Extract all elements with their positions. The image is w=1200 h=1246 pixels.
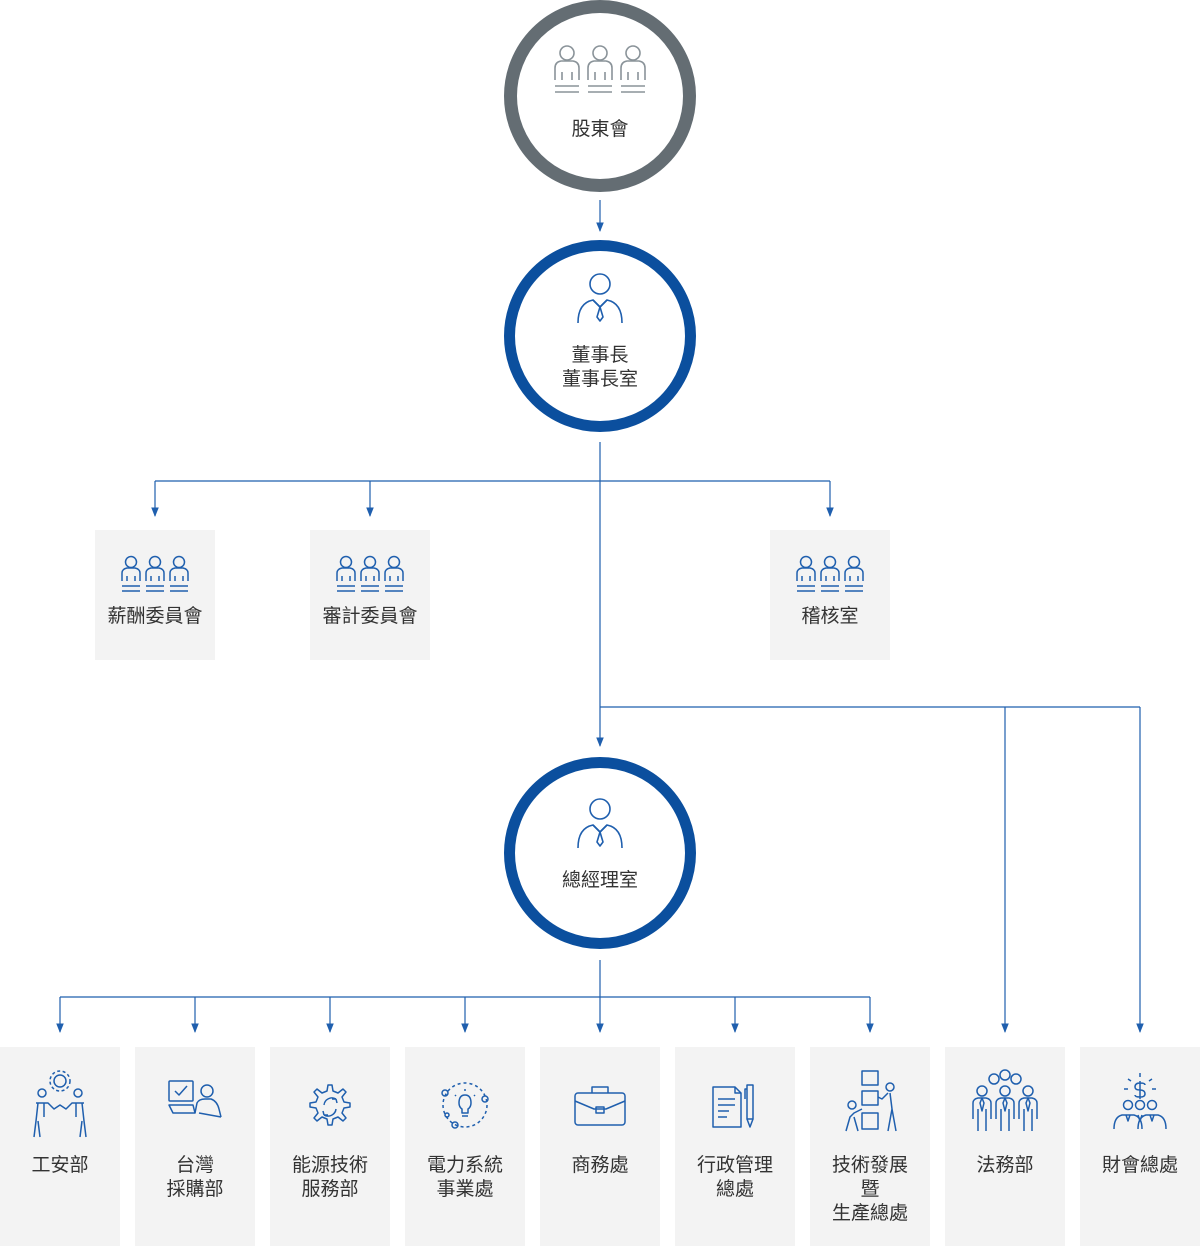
committee-label-line: 薪酬委員會 bbox=[107, 605, 203, 627]
dept-label-line: 能源技術 bbox=[291, 1154, 368, 1176]
dept-box-procurement: 台灣 採購部 bbox=[135, 1047, 255, 1246]
committee-icon bbox=[336, 555, 404, 592]
chairman-label: 董事長 董事長室 bbox=[562, 343, 638, 391]
general-manager-label-line: 總經理室 bbox=[561, 869, 638, 891]
committee-box-audit: 審計委員會 bbox=[310, 530, 430, 660]
dept-label-line: 總處 bbox=[715, 1178, 754, 1200]
chairman-label-line: 董事長 bbox=[571, 344, 629, 366]
dept-box-finance: 財會總處 bbox=[1080, 1047, 1200, 1246]
general-manager-node: 總經理室 bbox=[504, 757, 696, 949]
dept-label-line: 暨 bbox=[860, 1178, 880, 1200]
dept-label: 行政管理 總處 bbox=[697, 1153, 773, 1201]
dept-label-line: 台灣 bbox=[175, 1154, 214, 1176]
gear-teamwork-icon bbox=[33, 1070, 87, 1138]
dept-label-line: 財會總處 bbox=[1101, 1154, 1178, 1176]
dept-box-power: 電力系統 事業處 bbox=[405, 1047, 525, 1246]
dept-box-legal: 法務部 bbox=[945, 1047, 1065, 1246]
dept-label: 能源技術 服務部 bbox=[292, 1153, 368, 1201]
committee-icon bbox=[121, 555, 189, 592]
dept-label-line: 技術發展 bbox=[831, 1154, 908, 1176]
dept-label-line: 事業處 bbox=[436, 1178, 494, 1200]
gear-cycle-icon bbox=[309, 1084, 351, 1126]
document-pen-icon bbox=[712, 1084, 754, 1128]
dept-label: 電力系統 事業處 bbox=[427, 1153, 503, 1201]
dept-label-line: 電力系統 bbox=[426, 1154, 503, 1176]
shareholders-label: 股東會 bbox=[571, 117, 628, 141]
dept-label-line: 工安部 bbox=[31, 1154, 89, 1176]
dept-label: 台灣 採購部 bbox=[166, 1153, 223, 1201]
businessman-icon bbox=[577, 798, 623, 849]
dept-label-line: 生產總處 bbox=[831, 1202, 908, 1224]
dept-label: 財會總處 bbox=[1102, 1153, 1178, 1177]
dept-box-safety: 工安部 bbox=[0, 1047, 120, 1246]
committee-label-line: 稽核室 bbox=[801, 605, 859, 627]
dept-box-tech: 技術發展 暨 生產總處 bbox=[810, 1047, 930, 1246]
dept-label-line: 行政管理 bbox=[696, 1154, 773, 1176]
team-icon bbox=[972, 1069, 1038, 1131]
finance-team-icon bbox=[1113, 1073, 1167, 1130]
dept-label-line: 商務處 bbox=[571, 1154, 629, 1176]
chairman-node: 董事長 董事長室 bbox=[504, 240, 696, 432]
dept-label: 法務部 bbox=[976, 1153, 1033, 1177]
dept-box-admin: 行政管理 總處 bbox=[675, 1047, 795, 1246]
committee-box-salary: 薪酬委員會 bbox=[95, 530, 215, 660]
committee-label-line: 審計委員會 bbox=[322, 605, 418, 627]
dept-label: 技術發展 暨 生產總處 bbox=[832, 1153, 908, 1225]
committee-label: 薪酬委員會 bbox=[107, 604, 202, 628]
dept-box-energy: 能源技術 服務部 bbox=[270, 1047, 390, 1246]
briefcase-icon bbox=[574, 1086, 626, 1126]
general-manager-label: 總經理室 bbox=[562, 868, 638, 892]
dept-label-line: 採購部 bbox=[166, 1178, 224, 1200]
committee-icon bbox=[796, 555, 864, 592]
committee-label: 稽核室 bbox=[801, 604, 858, 628]
lightbulb-network-icon bbox=[441, 1082, 489, 1129]
committee-label: 審計委員會 bbox=[322, 604, 417, 628]
shareholders-node: 股東會 bbox=[504, 0, 696, 192]
dept-label-line: 法務部 bbox=[976, 1154, 1034, 1176]
three-people-icon bbox=[554, 45, 646, 93]
chairman-label-line: 董事長室 bbox=[561, 368, 638, 390]
procurement-icon bbox=[168, 1080, 222, 1118]
dept-label: 商務處 bbox=[571, 1153, 628, 1177]
dept-box-business: 商務處 bbox=[540, 1047, 660, 1246]
shareholders-label-line: 股東會 bbox=[571, 118, 629, 140]
committee-box-internal-audit: 稽核室 bbox=[770, 530, 890, 660]
dept-label: 工安部 bbox=[31, 1153, 88, 1177]
businessman-icon bbox=[577, 273, 623, 324]
workers-boxes-icon bbox=[845, 1070, 897, 1132]
dept-label-line: 服務部 bbox=[301, 1178, 359, 1200]
